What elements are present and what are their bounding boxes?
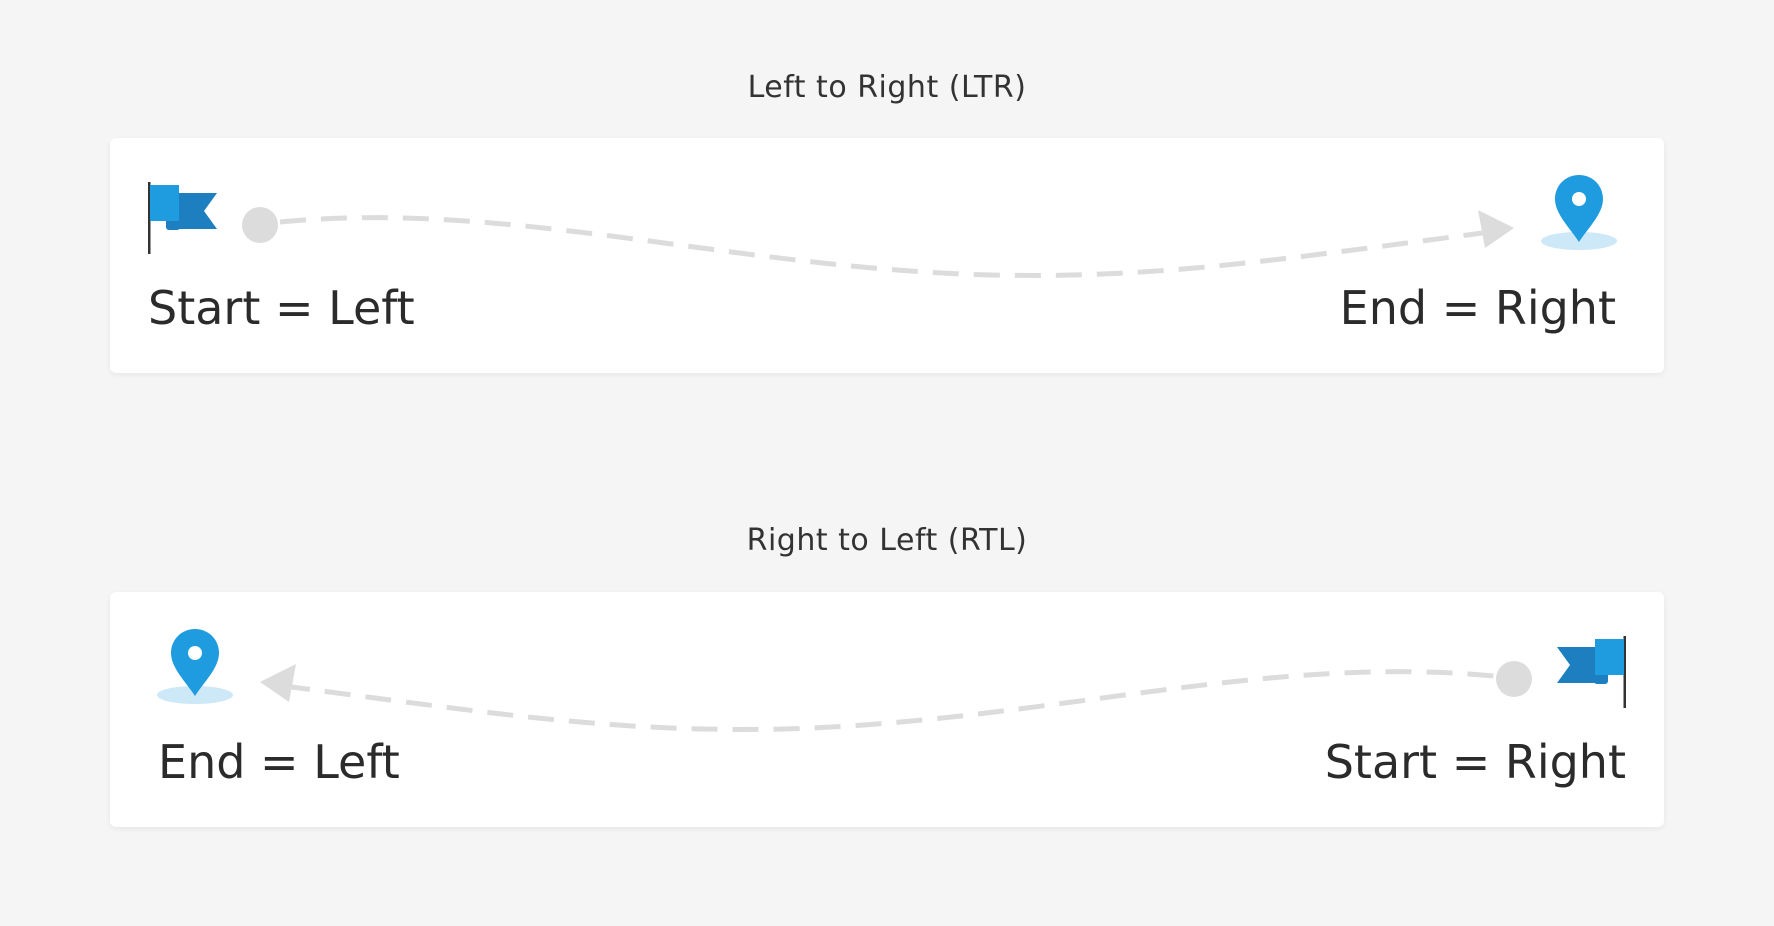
flag-icon [1557, 636, 1626, 708]
rtl-diagram [157, 629, 1626, 732]
ltr-start-label: Start = Left [148, 281, 415, 335]
flag-icon [148, 182, 217, 254]
rtl-path [283, 669, 1495, 732]
pin-body [171, 629, 219, 696]
rtl-card: End = Left Start = Right [110, 592, 1664, 827]
flag-front [150, 185, 179, 221]
flag-pole [148, 182, 151, 254]
rtl-section-title: Right to Left (RTL) [746, 523, 1028, 558]
start-dot [1496, 661, 1532, 697]
pin-hole [188, 646, 202, 660]
pin-body [1555, 175, 1603, 242]
flag-pole [1623, 636, 1626, 708]
ltr-section-title: Left to Right (LTR) [747, 70, 1027, 105]
flag-tail [172, 193, 217, 229]
rtl-end-label: End = Left [158, 735, 400, 789]
ltr-card: Start = Left End = Right [110, 138, 1664, 373]
ltr-end-label: End = Right [1339, 281, 1616, 335]
start-dot [242, 207, 278, 243]
ltr-diagram [148, 175, 1617, 278]
rtl-start-label: Start = Right [1324, 735, 1626, 789]
pin-hole [1572, 192, 1586, 206]
ltr-path [279, 215, 1491, 278]
map-pin-icon [1541, 175, 1617, 250]
arrow-head [260, 664, 296, 702]
flag-front [1595, 639, 1624, 675]
flag-tail [1557, 647, 1602, 683]
arrow-head [1478, 210, 1514, 248]
map-pin-icon [157, 629, 233, 704]
